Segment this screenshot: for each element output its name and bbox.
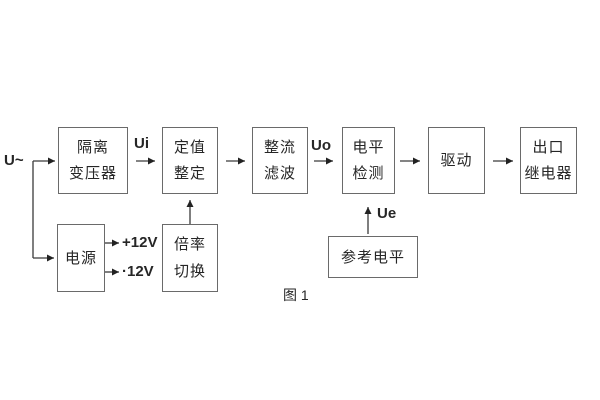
block-level-detection: 电平 检测 [342, 127, 395, 194]
block-label: 变压器 [68, 165, 117, 183]
block-isolation-transformer: 隔离 变压器 [58, 127, 128, 194]
signal-label-ui: Ui [134, 135, 149, 152]
block-ratio-switch: 倍率 切换 [162, 224, 218, 292]
block-label: 整流 [263, 138, 296, 156]
signal-label-uo: Uo [311, 137, 331, 154]
block-label: 隔离 [76, 138, 109, 156]
block-label: 定值 [173, 138, 206, 156]
block-label: 电源 [64, 249, 97, 267]
signal-label-ue: Ue [377, 205, 397, 222]
block-label: 驱动 [440, 152, 473, 169]
block-label: 参考电平 [340, 248, 405, 266]
signal-label-plus12v: +12V [122, 234, 158, 251]
block-label: 出口 [532, 138, 565, 156]
figure-caption: 图 1 [283, 287, 309, 303]
signal-label-input: U~ [4, 152, 24, 169]
block-output-relay: 出口 继电器 [520, 127, 577, 194]
block-label: 整定 [173, 165, 206, 183]
block-rectifier-filter: 整流 滤波 [252, 127, 308, 194]
block-label: 检测 [352, 165, 385, 183]
block-label: 滤波 [263, 165, 296, 183]
block-reference-level: 参考电平 [328, 236, 418, 278]
block-driver: 驱动 [428, 127, 485, 194]
block-power-supply: 电源 [57, 224, 105, 292]
signal-label-minus12v: ·12V [122, 263, 154, 280]
block-label: 倍率 [173, 236, 206, 253]
block-label: 切换 [173, 263, 206, 280]
block-label: 继电器 [524, 165, 573, 183]
block-value-setting: 定值 整定 [162, 127, 218, 194]
block-label: 电平 [352, 138, 385, 156]
